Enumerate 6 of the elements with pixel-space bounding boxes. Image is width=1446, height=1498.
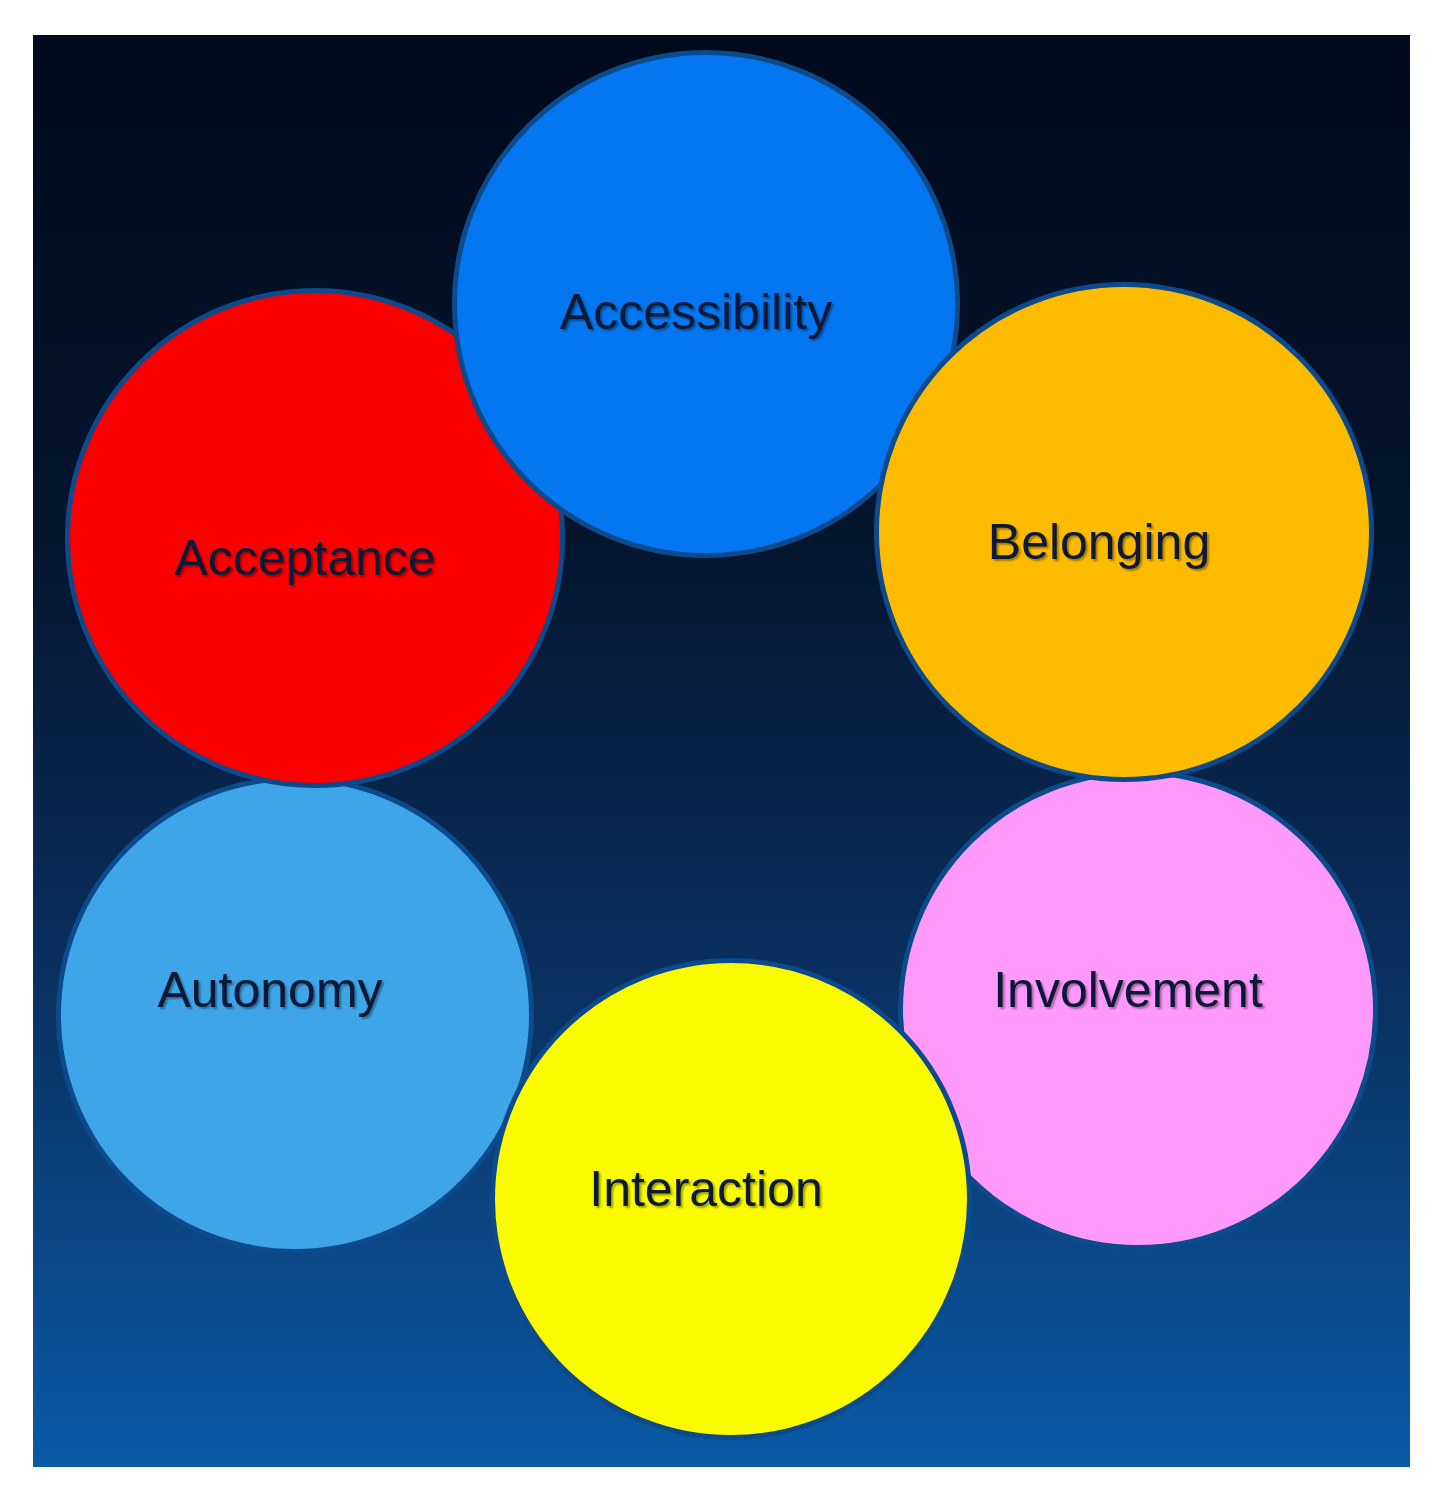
- concept-label: Accessibility: [559, 283, 833, 341]
- concept-label: Interaction: [589, 1160, 823, 1218]
- concept-label: Belonging: [987, 513, 1211, 571]
- concept-label: Autonomy: [157, 961, 383, 1019]
- concept-label: Involvement: [993, 961, 1263, 1019]
- concept-label: Acceptance: [174, 529, 436, 587]
